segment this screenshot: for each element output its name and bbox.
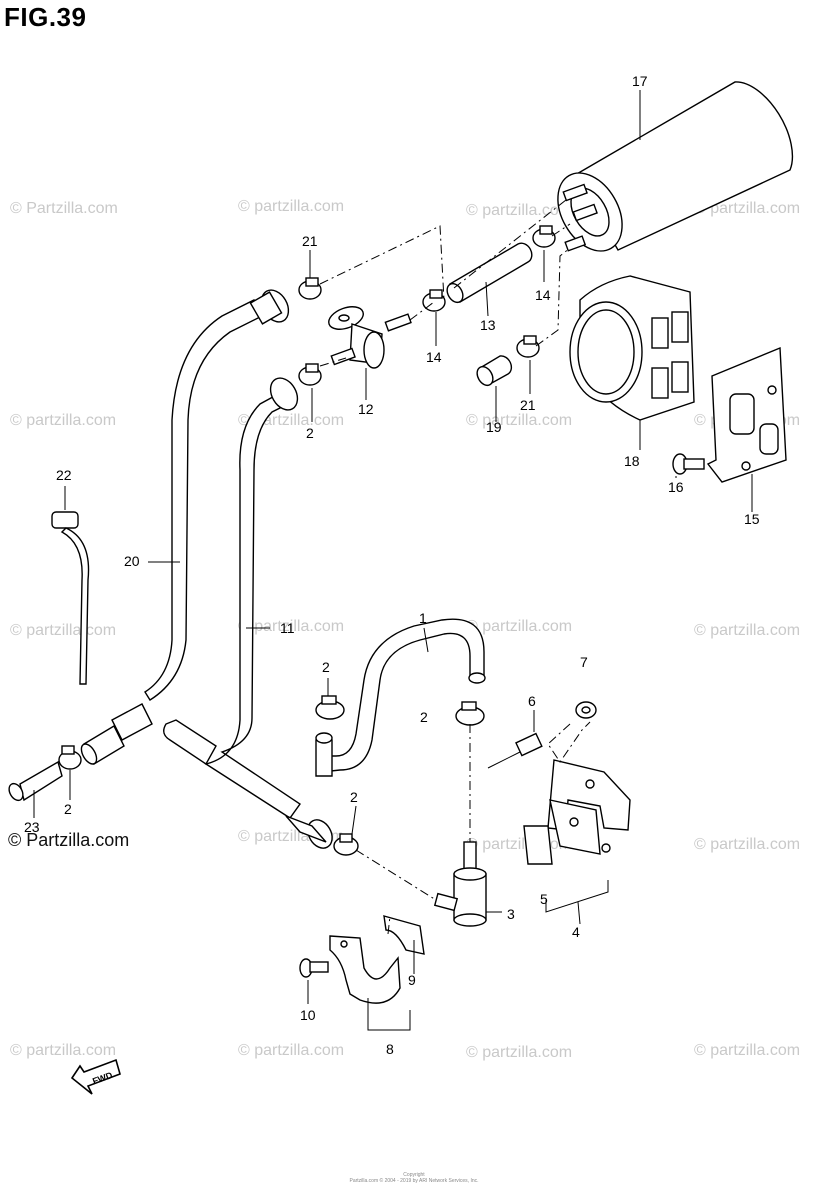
callout-21: 21 <box>302 233 318 249</box>
callout-9: 9 <box>408 972 416 988</box>
callout-8: 8 <box>386 1041 394 1057</box>
clamp-14-right <box>532 225 556 282</box>
clamp-2-bottom <box>333 805 359 856</box>
callout-10: 10 <box>300 1007 316 1023</box>
watermark: © partzilla.com <box>238 1042 345 1059</box>
callout-4: 4 <box>572 924 580 940</box>
clamp-2-left <box>58 745 82 800</box>
callout-2: 2 <box>350 789 358 805</box>
connection-lines <box>319 199 591 935</box>
callout-2: 2 <box>322 659 330 675</box>
callout-1: 1 <box>419 610 427 626</box>
fitting-12 <box>328 306 412 400</box>
connector-assembly <box>8 703 153 818</box>
callout-14: 14 <box>535 287 551 303</box>
callout-7: 7 <box>580 654 588 670</box>
clamp-14-left <box>422 289 446 346</box>
clamp-21-lower <box>516 335 540 394</box>
hose-13 <box>446 242 533 317</box>
callout-2: 2 <box>306 425 314 441</box>
figure-title: FIG.39 <box>4 2 87 32</box>
hose-1 <box>315 618 486 777</box>
callout-19: 19 <box>486 419 502 435</box>
callout-21: 21 <box>520 397 536 413</box>
callout-5: 5 <box>540 891 548 907</box>
callout-11: 11 <box>280 620 295 636</box>
watermark: © partzilla.com <box>238 618 345 635</box>
watermark: © partzilla.com <box>10 1042 117 1059</box>
clamp-bracket-8 <box>329 915 425 1031</box>
callout-17: 17 <box>632 73 648 89</box>
mount-18 <box>569 275 695 450</box>
callout-18: 18 <box>624 453 640 469</box>
watermark: © partzilla.com <box>694 622 801 639</box>
clamp-2-upper <box>298 363 322 422</box>
joint-3 <box>433 841 502 927</box>
watermark: © partzilla.com <box>466 412 573 429</box>
fuel-filter-17 <box>557 81 794 252</box>
callout-12: 12 <box>358 401 374 417</box>
footer-line-2: Partzilla.com © 2004 - 2019 by ARI Netwo… <box>349 1178 479 1184</box>
bolt-16 <box>672 453 705 478</box>
watermark: © partzilla.com <box>10 412 117 429</box>
rivet-6 <box>487 710 543 769</box>
callout-16: 16 <box>668 479 684 495</box>
watermark: © partzilla.com <box>694 200 801 217</box>
watermark: © partzilla.com <box>466 1044 573 1061</box>
washer-7 <box>575 701 597 719</box>
callout-22: 22 <box>56 467 72 483</box>
callout-13: 13 <box>480 317 496 333</box>
watermark-dark: © Partzilla.com <box>8 830 130 850</box>
screw-10 <box>299 958 329 1004</box>
watermark: © partzilla.com <box>466 202 573 219</box>
callout-2: 2 <box>420 709 428 725</box>
callout-14: 14 <box>426 349 442 365</box>
clamp-2-mid-left <box>315 678 345 720</box>
watermark: © Partzilla.com <box>10 200 118 217</box>
bracket-assembly-4 <box>523 759 631 925</box>
watermark: © partzilla.com <box>466 618 573 635</box>
bracket-15 <box>706 346 787 512</box>
callout-23: 23 <box>24 819 40 835</box>
watermark: © partzilla.com <box>694 836 801 853</box>
watermark: © partzilla.com <box>10 622 117 639</box>
hose-20 <box>144 289 290 701</box>
copyright-footer: Copyright Partzilla.com © 2004 - 2019 by… <box>0 1172 828 1184</box>
callout-numbers: 1 2 2 2 2 2 3 4 5 6 7 8 9 10 11 12 13 14… <box>24 73 760 1057</box>
clamp-2-mid-right <box>455 701 485 726</box>
watermark: © partzilla.com <box>238 198 345 215</box>
footer-line-1: Copyright <box>403 1172 425 1178</box>
watermark: © partzilla.com <box>694 1042 801 1059</box>
sleeve-19 <box>476 355 513 422</box>
fwd-arrow-icon: FWD <box>70 1058 121 1095</box>
callout-2: 2 <box>64 801 72 817</box>
callout-6: 6 <box>528 693 536 709</box>
callout-15: 15 <box>744 511 760 527</box>
callout-20: 20 <box>124 553 140 569</box>
cable-tie-22 <box>51 486 90 685</box>
hose-11 <box>163 377 333 849</box>
callout-3: 3 <box>507 906 515 922</box>
clamp-21-top <box>298 250 322 300</box>
